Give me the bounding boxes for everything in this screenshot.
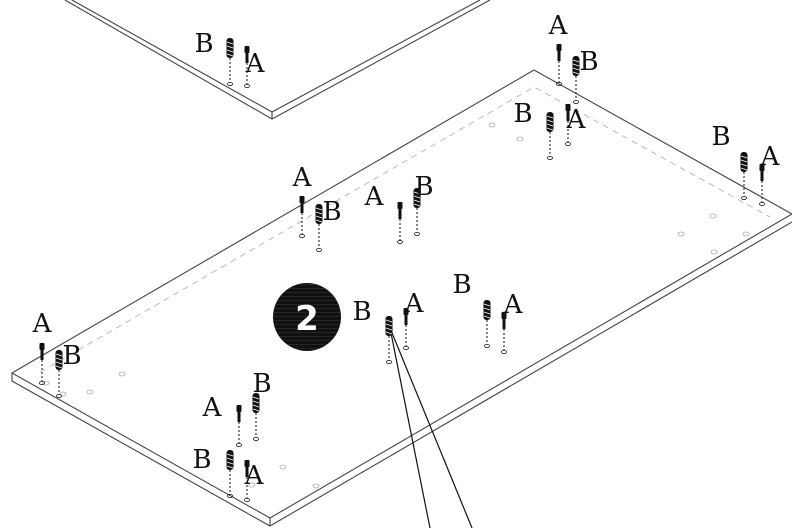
dowel-b-fastener <box>315 204 323 252</box>
cam-bolt-a-fastener <box>397 202 403 244</box>
cam-bolt-a-fastener <box>244 460 250 502</box>
dowel-b-fastener <box>572 56 580 105</box>
dowel-b-fastener <box>385 316 393 364</box>
dowel-b-fastener <box>226 450 234 498</box>
cam-bolt-a-fastener <box>236 405 242 447</box>
label-b: B <box>414 172 433 202</box>
label-a: A <box>244 461 265 491</box>
center-right-pair: BA <box>452 270 524 354</box>
dowel-b-fastener <box>226 38 234 87</box>
label-a: A <box>548 11 569 41</box>
bottom-left-pair-1: AB <box>202 369 272 447</box>
panel-holes <box>42 122 750 489</box>
cam-bolt-a-fastener <box>556 44 562 87</box>
cam-bolt-a-fastener <box>759 164 765 206</box>
label-a: A <box>202 393 223 423</box>
upper-panel <box>64 0 491 120</box>
label-b: B <box>192 445 211 475</box>
label-b: B <box>194 29 213 59</box>
cam-bolt-a-fastener <box>39 343 45 385</box>
cam-bolt-a-fastener <box>565 104 571 146</box>
label-a: A <box>292 163 313 193</box>
cam-bolt-a-fastener <box>501 312 507 354</box>
label-b: B <box>452 270 471 300</box>
label-a: A <box>32 309 53 339</box>
dowel-b-fastener <box>413 188 421 236</box>
dowel-b-fastener <box>483 300 491 348</box>
label-b: B <box>252 369 271 399</box>
label-b: B <box>352 297 371 327</box>
dowel-b-fastener <box>546 112 554 160</box>
label-b: B <box>62 341 81 371</box>
top-right-pair-1: AB <box>548 11 599 105</box>
label-a: A <box>566 105 587 135</box>
label-b: B <box>579 47 598 77</box>
dowel-b-fastener <box>252 393 260 441</box>
label-a: A <box>245 49 266 79</box>
right-edge-pair: BA <box>711 122 781 206</box>
cam-bolt-a-fastener <box>403 308 409 350</box>
label-b: B <box>513 99 532 129</box>
dowel-b-fastener <box>740 152 748 200</box>
step-badge: 2 <box>273 283 341 351</box>
dowel-b-fastener <box>55 350 63 398</box>
cam-bolt-a-fastener <box>299 196 305 238</box>
top-panel-pair: BA <box>194 29 266 89</box>
label-a: A <box>503 290 524 320</box>
label-a: A <box>404 289 425 319</box>
step-number: 2 <box>295 299 319 339</box>
bottom-left-pair-2: BA <box>192 445 265 502</box>
left-edge-pair: AB <box>32 309 82 398</box>
main-panel <box>10 69 792 527</box>
label-b: B <box>711 122 730 152</box>
label-a: A <box>760 142 781 172</box>
mid-left-pair: AB <box>292 163 342 252</box>
label-a: A <box>364 182 385 212</box>
cam-bolt-a-fastener <box>244 46 250 89</box>
label-b: B <box>322 197 341 227</box>
callout-lines <box>389 327 473 528</box>
